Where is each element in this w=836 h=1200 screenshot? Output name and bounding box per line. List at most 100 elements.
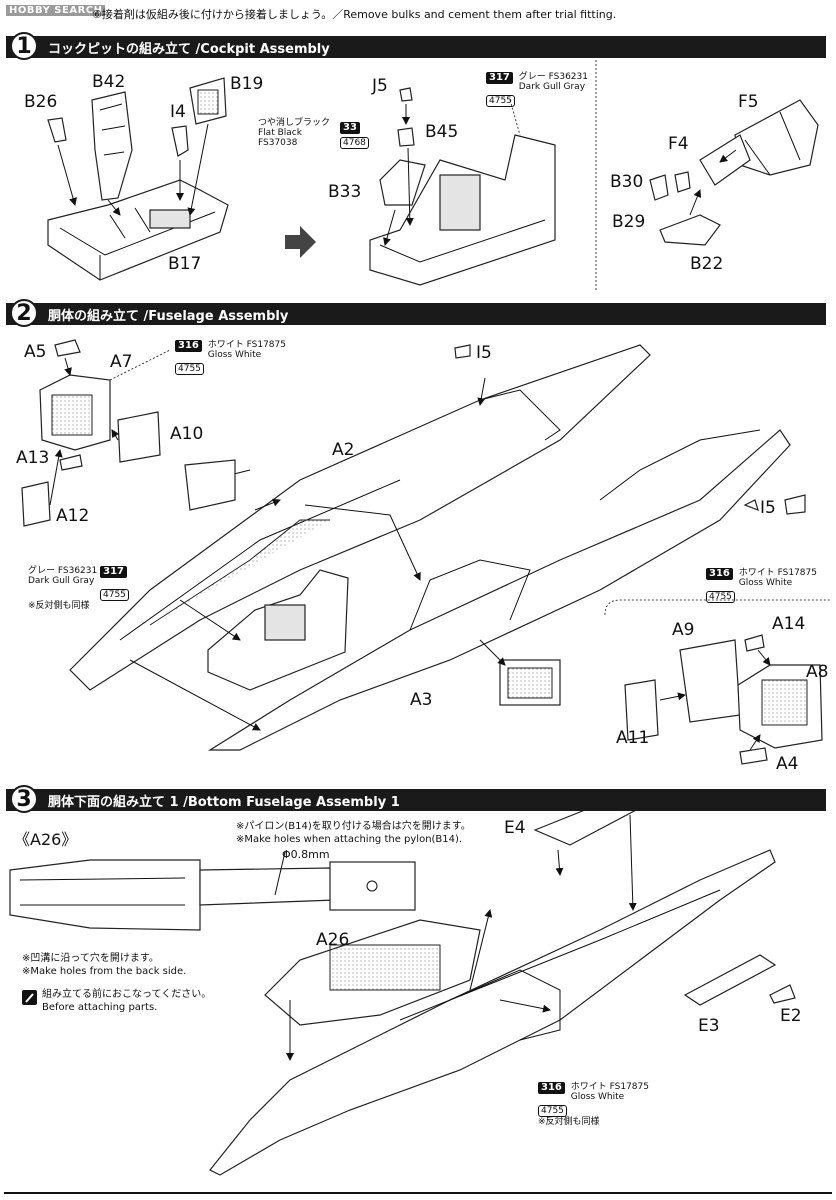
part-label: F5 bbox=[738, 92, 759, 112]
watermark: HOBBY SEARCH bbox=[6, 5, 106, 16]
intake-a7 bbox=[21, 339, 161, 527]
fuselage-lower-a3 bbox=[207, 429, 791, 751]
step-title: 胴体下面の組み立て 1 /Bottom Fuselage Assembly 1 bbox=[48, 795, 400, 810]
part-label: A10 bbox=[170, 424, 204, 444]
paint-sub-code: 4755 bbox=[175, 363, 204, 375]
paint-note: ※反対側も同様 bbox=[538, 1117, 600, 1127]
paint-code: 316 bbox=[706, 568, 733, 580]
part-label: J5 bbox=[372, 76, 388, 96]
part-label: A26 bbox=[316, 930, 350, 950]
paint-code: 33 bbox=[340, 122, 360, 134]
paint-code: 317 bbox=[486, 72, 513, 84]
part-label: B22 bbox=[690, 254, 724, 274]
paint-code: 317 bbox=[100, 566, 127, 578]
paint-name-jp: ホワイト FS17875 bbox=[738, 568, 817, 578]
paint-name-jp: ホワイト FS17875 bbox=[207, 340, 286, 350]
part-label: E3 bbox=[698, 1016, 720, 1036]
part-label: B30 bbox=[610, 172, 644, 192]
paint-note: ※反対側も同様 bbox=[28, 601, 90, 611]
back-side-note: ※凹溝に沿って穴を開けます。 ※Make holes from the back… bbox=[22, 952, 186, 978]
part-label: B19 bbox=[230, 74, 264, 94]
paint-name-en: Dark Gull Gray bbox=[518, 82, 586, 92]
before-note-en: Before attaching parts. bbox=[42, 1002, 158, 1013]
part-label: B33 bbox=[328, 182, 362, 202]
paint-sub-code: 4755 bbox=[706, 591, 735, 603]
a26-detail-label: 《A26》 bbox=[14, 830, 78, 849]
part-label: A4 bbox=[776, 754, 799, 774]
part-i5-cap bbox=[784, 494, 806, 515]
part-label: A11 bbox=[616, 728, 650, 748]
part-a9 bbox=[679, 639, 741, 723]
paint-code-block: 33 4768 bbox=[340, 122, 369, 149]
step2-header: 2 胴体の組み立て /Fuselage Assembly bbox=[6, 299, 826, 327]
part-label: A5 bbox=[24, 342, 47, 362]
part-label: B17 bbox=[168, 254, 202, 274]
paint-callout-white: 316 ホワイト FS17875 Gloss White 4755 bbox=[175, 340, 286, 375]
canopy-parts bbox=[649, 99, 819, 246]
before-assembly-note: 組み立てる前におこなってください。 Before attaching parts… bbox=[42, 988, 211, 1014]
step-number: 1 bbox=[10, 32, 38, 60]
paint-name-en: Gloss White bbox=[207, 350, 262, 360]
part-label: F4 bbox=[668, 134, 689, 154]
fuselage-upper-a2 bbox=[69, 344, 651, 691]
paint-sub-code: 4768 bbox=[340, 137, 369, 149]
part-a11 bbox=[624, 679, 659, 741]
paint-sub-code: 4755 bbox=[538, 1105, 567, 1117]
before-note-jp: 組み立てる前におこなってください。 bbox=[42, 989, 212, 1000]
bottom-fuselage bbox=[209, 849, 776, 1176]
step2-inset-frame bbox=[604, 599, 830, 616]
step-number: 2 bbox=[10, 299, 38, 327]
part-label: B26 bbox=[24, 92, 58, 112]
paint-callout-flat-black: つや消しブラック Flat Black FS37038 bbox=[258, 118, 330, 148]
hole-size: Φ0.8mm bbox=[282, 848, 330, 861]
part-a13 bbox=[59, 454, 83, 471]
part-label: A2 bbox=[332, 440, 355, 460]
part-i4 bbox=[171, 125, 189, 157]
paint-name-jp: ホワイト FS17875 bbox=[570, 1082, 649, 1092]
part-label: A9 bbox=[672, 620, 695, 640]
part-label: E4 bbox=[504, 818, 526, 838]
part-label: B29 bbox=[612, 212, 646, 232]
part-label: I5 bbox=[476, 343, 492, 363]
paint-name-en: Flat Black bbox=[258, 128, 302, 138]
part-label: A8 bbox=[806, 662, 829, 682]
cockpit-tub-placed bbox=[207, 569, 349, 691]
part-label: I5 bbox=[760, 498, 776, 518]
seat-b42 bbox=[91, 91, 133, 201]
step-number: 3 bbox=[10, 785, 38, 813]
a26-detail bbox=[9, 851, 416, 931]
paint-fs-code: FS37038 bbox=[258, 138, 298, 148]
paint-callout-white-bottom: 316 ホワイト FS17875 Gloss White 4755 ※反対側も同… bbox=[538, 1082, 649, 1127]
back-note-en: ※Make holes from the back side. bbox=[22, 966, 187, 977]
paint-callout-white-right: 316 ホワイト FS17875 Gloss White 4755 bbox=[706, 568, 817, 603]
step-title: 胴体の組み立て /Fuselage Assembly bbox=[48, 309, 289, 324]
cockpit-assembled bbox=[369, 87, 556, 286]
part-label: B45 bbox=[425, 122, 459, 142]
paint-callout-gull-gray: グレー FS36231 Dark Gull Gray 317 4755 ※反対側… bbox=[28, 566, 130, 611]
paint-callout-gull-gray: 317 グレー FS36231 Dark Gull Gray 4755 bbox=[486, 72, 588, 107]
paint-code: 316 bbox=[538, 1082, 565, 1094]
paint-name-jp: グレー FS36231 bbox=[28, 566, 98, 576]
seat-b33 bbox=[379, 159, 426, 206]
part-e3 bbox=[683, 954, 777, 1006]
part-a10 bbox=[117, 411, 161, 463]
part-label: E2 bbox=[780, 1006, 802, 1026]
part-b45 bbox=[397, 127, 415, 147]
paint-sub-code: 4755 bbox=[100, 589, 129, 601]
intake-a8 bbox=[624, 634, 823, 765]
part-a5 bbox=[54, 339, 81, 357]
part-a12 bbox=[21, 481, 51, 527]
part-a4 bbox=[739, 747, 768, 765]
paint-name-jp: グレー FS36231 bbox=[518, 72, 588, 82]
part-label: B42 bbox=[92, 72, 126, 92]
pylon-note-en: ※Make holes when attaching the pylon(B14… bbox=[236, 834, 463, 845]
step-title: コックピットの組み立て /Cockpit Assembly bbox=[48, 42, 330, 57]
step1-header: 1 コックピットの組み立て /Cockpit Assembly bbox=[6, 32, 826, 60]
paint-name-en: Gloss White bbox=[570, 1092, 625, 1102]
part-e2 bbox=[769, 984, 796, 1004]
part-label: A3 bbox=[410, 690, 433, 710]
part-j5 bbox=[399, 87, 413, 102]
pylon-note-jp: ※パイロン(B14)を取り付ける場合は穴を開けます。 bbox=[236, 821, 471, 832]
paint-name-en: Gloss White bbox=[738, 578, 793, 588]
